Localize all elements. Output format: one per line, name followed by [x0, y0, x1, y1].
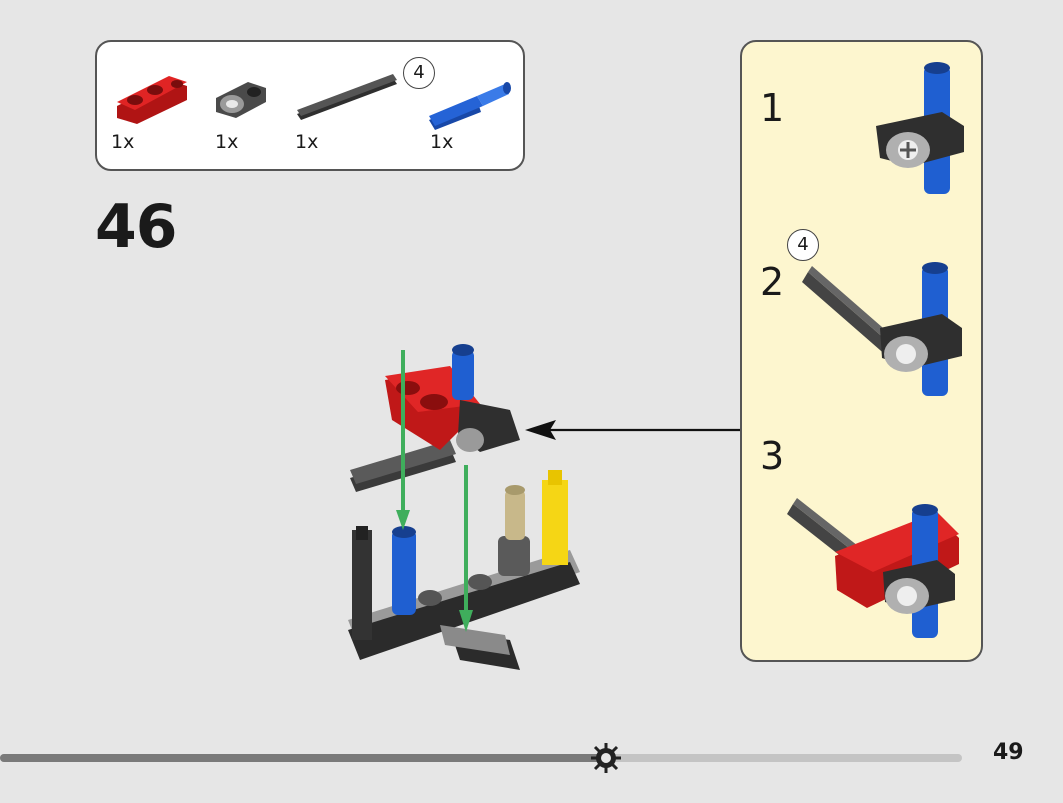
- gray-connector-part-icon: [216, 82, 266, 118]
- parts-list-box: 1x 1x 4 1x 1x: [95, 40, 525, 171]
- axle-part-icon: [297, 74, 397, 120]
- axle-qty: 1x: [295, 131, 319, 153]
- progress-bar: [0, 743, 962, 773]
- step-number: 46: [95, 192, 177, 262]
- callout-arrow: [525, 420, 742, 440]
- blue-pin-part-icon: [429, 82, 511, 130]
- substep-1-illustration: [876, 62, 964, 194]
- substep-3-number: 3: [760, 434, 785, 478]
- sub-assembly-panel: 1 4 2 3: [740, 40, 983, 662]
- substep-2-illustration: [802, 262, 962, 396]
- blue-pin-qty: 1x: [430, 131, 454, 153]
- axle-length-badge: 4: [403, 57, 435, 89]
- substep-1-number: 1: [760, 86, 785, 130]
- substep-3-illustration: [787, 498, 959, 638]
- main-assembly-illustration: [348, 344, 580, 670]
- red-connector-qty: 1x: [111, 131, 135, 153]
- page-number: 49: [993, 740, 1024, 765]
- progress-gear-icon: [591, 743, 621, 773]
- gray-connector-qty: 1x: [215, 131, 239, 153]
- substep-2-number: 2: [760, 260, 785, 304]
- red-connector-part-icon: [117, 76, 187, 124]
- substep-2-axle-length-badge: 4: [787, 229, 819, 261]
